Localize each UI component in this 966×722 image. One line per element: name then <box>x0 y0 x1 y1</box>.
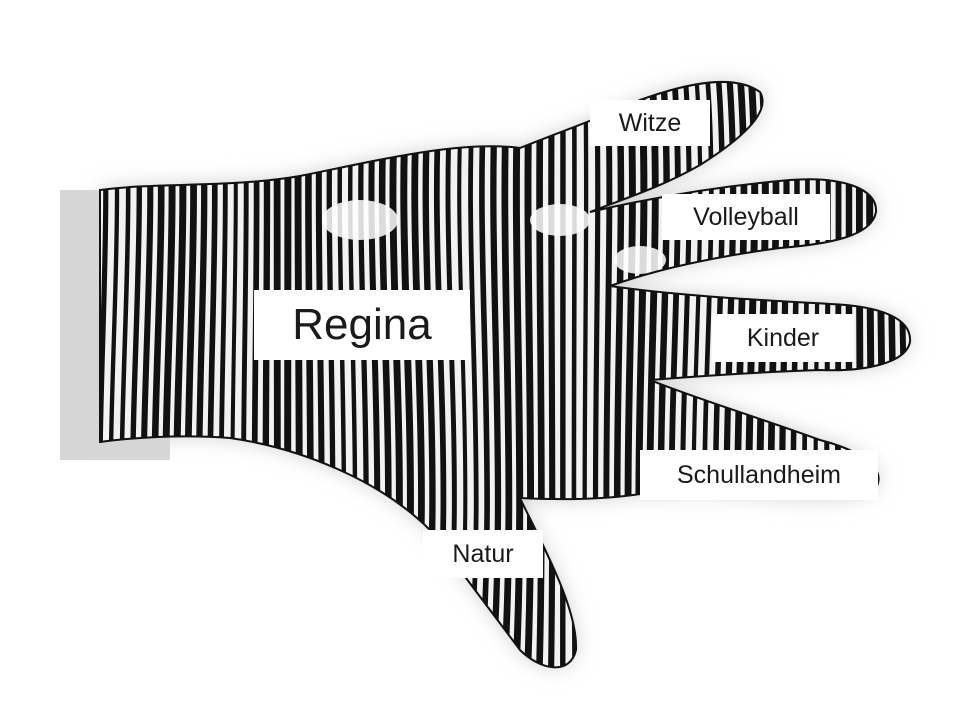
engraving-stripe <box>585 60 587 700</box>
engraving-stripe <box>539 60 542 700</box>
engraving-stripe <box>793 60 799 700</box>
engraving-stripe <box>596 60 599 700</box>
engraving-stripe <box>515 60 520 700</box>
engraving-stripe <box>297 60 299 700</box>
index-finger-label: Witze <box>590 100 710 146</box>
engraving-stripe <box>266 60 268 700</box>
engraving-stripe <box>551 60 553 700</box>
middle-finger-label: Volleyball <box>662 194 830 240</box>
thumb-label: Natur <box>423 530 543 578</box>
engraving-stripe <box>869 60 872 700</box>
engraving-stripe <box>771 60 779 700</box>
center-name-label: Regina <box>254 290 470 360</box>
engraving-stripe <box>815 60 819 700</box>
engraving-stripe <box>716 60 726 700</box>
engraving-stripe <box>277 60 278 700</box>
engraving-stripe <box>804 60 809 700</box>
engraving-stripe <box>782 60 789 700</box>
engraving-stripe <box>889 60 894 700</box>
engraving-stripe <box>859 60 860 700</box>
pinky-finger-label: Schullandheim <box>640 450 878 500</box>
engraving-stripe <box>287 60 288 700</box>
engraving-stripe <box>317 60 321 700</box>
engraving-stripe <box>727 60 737 700</box>
engraving-stripe <box>749 60 758 700</box>
highlight-patch <box>530 204 590 236</box>
engraving-stripe <box>827 60 829 700</box>
highlight-patch <box>614 246 666 274</box>
engraving-stripe <box>838 60 839 700</box>
engraving-stripe <box>879 60 883 700</box>
engraving-stripe <box>899 60 905 700</box>
engraving-stripe <box>255 60 258 700</box>
highlight-patch <box>322 200 398 240</box>
engraving-stripe <box>527 60 531 700</box>
engraving-stripe <box>307 60 310 700</box>
engraving-stripe <box>738 60 748 700</box>
engraving-stripe <box>760 60 769 700</box>
ring-finger-label: Kinder <box>712 314 854 362</box>
engraving-stripe <box>574 60 575 700</box>
